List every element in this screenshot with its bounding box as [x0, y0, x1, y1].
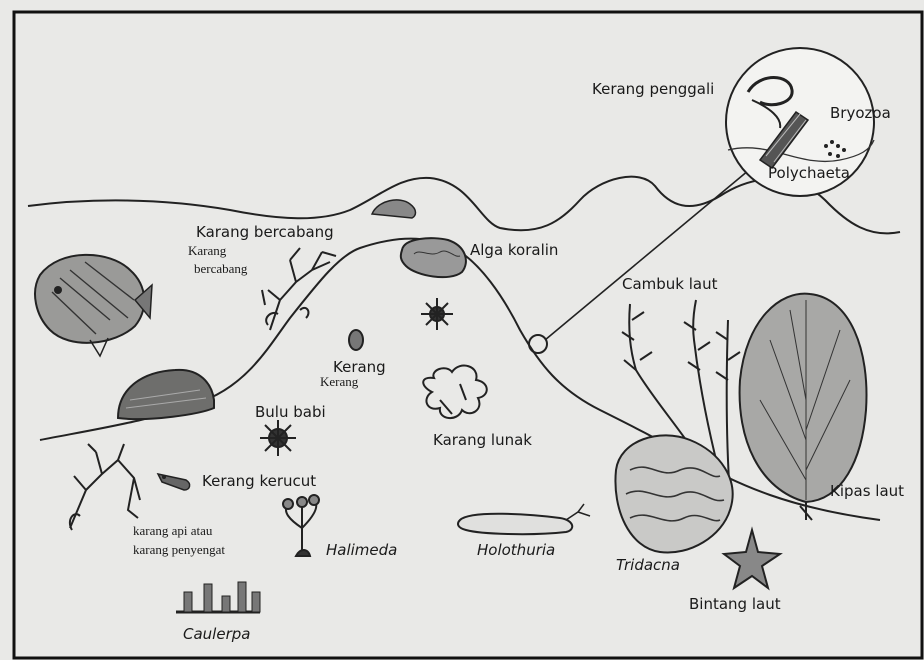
zoom-connector-line: [545, 165, 755, 340]
karang-lunak-icon: [423, 366, 487, 418]
label-caulerpa: Caulerpa: [183, 627, 250, 642]
label-karang-bercabang-alt-line1: Karang: [188, 244, 226, 257]
label-karang-lunak: Karang lunak: [433, 433, 532, 448]
label-cambuk-laut: Cambuk laut: [622, 277, 718, 292]
label-karang-bercabang-alt-line2: bercabang: [194, 262, 247, 275]
butterfly-fish-icon: [35, 255, 152, 356]
label-kipas-laut: Kipas laut: [830, 484, 904, 499]
label-polychaeta: Polychaeta: [768, 166, 850, 181]
label-holothuria: Holothuria: [477, 543, 555, 558]
bulu-babi-icon: [260, 420, 296, 456]
surface-coral-icon: [372, 200, 416, 218]
bintang-laut-icon: [724, 530, 780, 588]
label-bryozoa: Bryozoa: [830, 106, 891, 121]
label-alga-koralin: Alga koralin: [470, 243, 558, 258]
label-bulu-babi: Bulu babi: [255, 405, 326, 420]
bulu-babi-upper-icon: [421, 298, 453, 330]
zoom-source-circle: [529, 335, 547, 353]
holothuria-icon: [458, 504, 590, 534]
label-karang-bercabang: Karang bercabang: [196, 225, 334, 240]
label-kerang-penggali: Kerang penggali: [592, 82, 714, 97]
halimeda-icon: [283, 495, 319, 556]
kerang-icon: [349, 330, 363, 350]
karang-api-icon: [70, 444, 140, 530]
label-kerang-kerucut: Kerang kerucut: [202, 474, 316, 489]
kerang-kerucut-icon: [158, 474, 190, 490]
label-karang-api-line2: karang penyengat: [133, 543, 225, 556]
label-tridacna: Tridacna: [616, 558, 680, 573]
label-bintang-laut: Bintang laut: [689, 597, 781, 612]
label-kerang: Kerang: [333, 360, 386, 375]
label-kerang-alt: Kerang: [320, 375, 358, 388]
alga-koralin-icon: [401, 238, 466, 277]
coral-mound-icon: [118, 370, 214, 419]
label-karang-api-line1: karang api atau: [133, 524, 212, 537]
label-halimeda: Halimeda: [326, 543, 397, 558]
caulerpa-icon: [176, 582, 260, 612]
karang-bercabang-icon: [262, 248, 336, 330]
